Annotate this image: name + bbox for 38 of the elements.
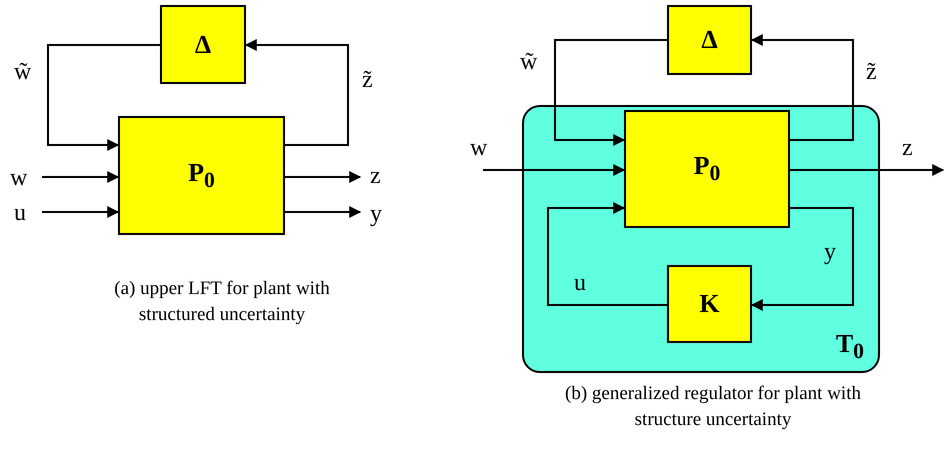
signal-label: z	[902, 136, 913, 160]
signal-arrow	[483, 164, 626, 176]
signal-arrow	[554, 39, 667, 146]
signal-arrow	[547, 202, 667, 306]
signal-arrow	[244, 39, 349, 146]
block-symbol: K	[699, 291, 720, 317]
signal-label: w	[470, 136, 488, 160]
signal-arrow	[790, 164, 944, 176]
signal-label: w̃	[520, 50, 538, 74]
figure-caption: (a) upper LFT for plant with structured uncertainty	[113, 277, 331, 327]
signal-label: y	[370, 202, 382, 226]
signal-label: z	[370, 164, 381, 188]
block-symbol: Δ	[701, 27, 718, 53]
signal-label: z̃	[866, 60, 877, 84]
signal-label: y	[824, 240, 836, 264]
block-box	[667, 5, 752, 75]
signal-arrow	[285, 206, 362, 218]
block-symbol: Δ	[194, 32, 212, 58]
block-symbol: P$_{0}$	[188, 160, 215, 192]
block-box	[667, 265, 752, 343]
signal-label: w̃	[14, 60, 32, 84]
signal-arrow	[42, 171, 120, 183]
block-box	[624, 110, 790, 228]
signal-arrow	[47, 44, 160, 151]
block-box	[118, 116, 285, 235]
signal-label: u	[574, 271, 586, 295]
signal-arrow	[42, 206, 120, 218]
signal-arrow	[750, 207, 854, 311]
signal-arrow	[750, 34, 854, 141]
block-symbol: P$_{0}$	[694, 153, 720, 185]
signal-label: w	[10, 166, 28, 190]
system-panel	[522, 105, 880, 373]
signal-label: u	[14, 201, 26, 225]
signal-arrow	[285, 171, 362, 183]
signal-label: z̃	[362, 68, 373, 92]
block-box	[160, 5, 246, 84]
block-symbol: T$_{0}$	[836, 331, 864, 363]
figure-caption: (b) generalized regulator for plant with structure uncertainty	[564, 382, 862, 432]
